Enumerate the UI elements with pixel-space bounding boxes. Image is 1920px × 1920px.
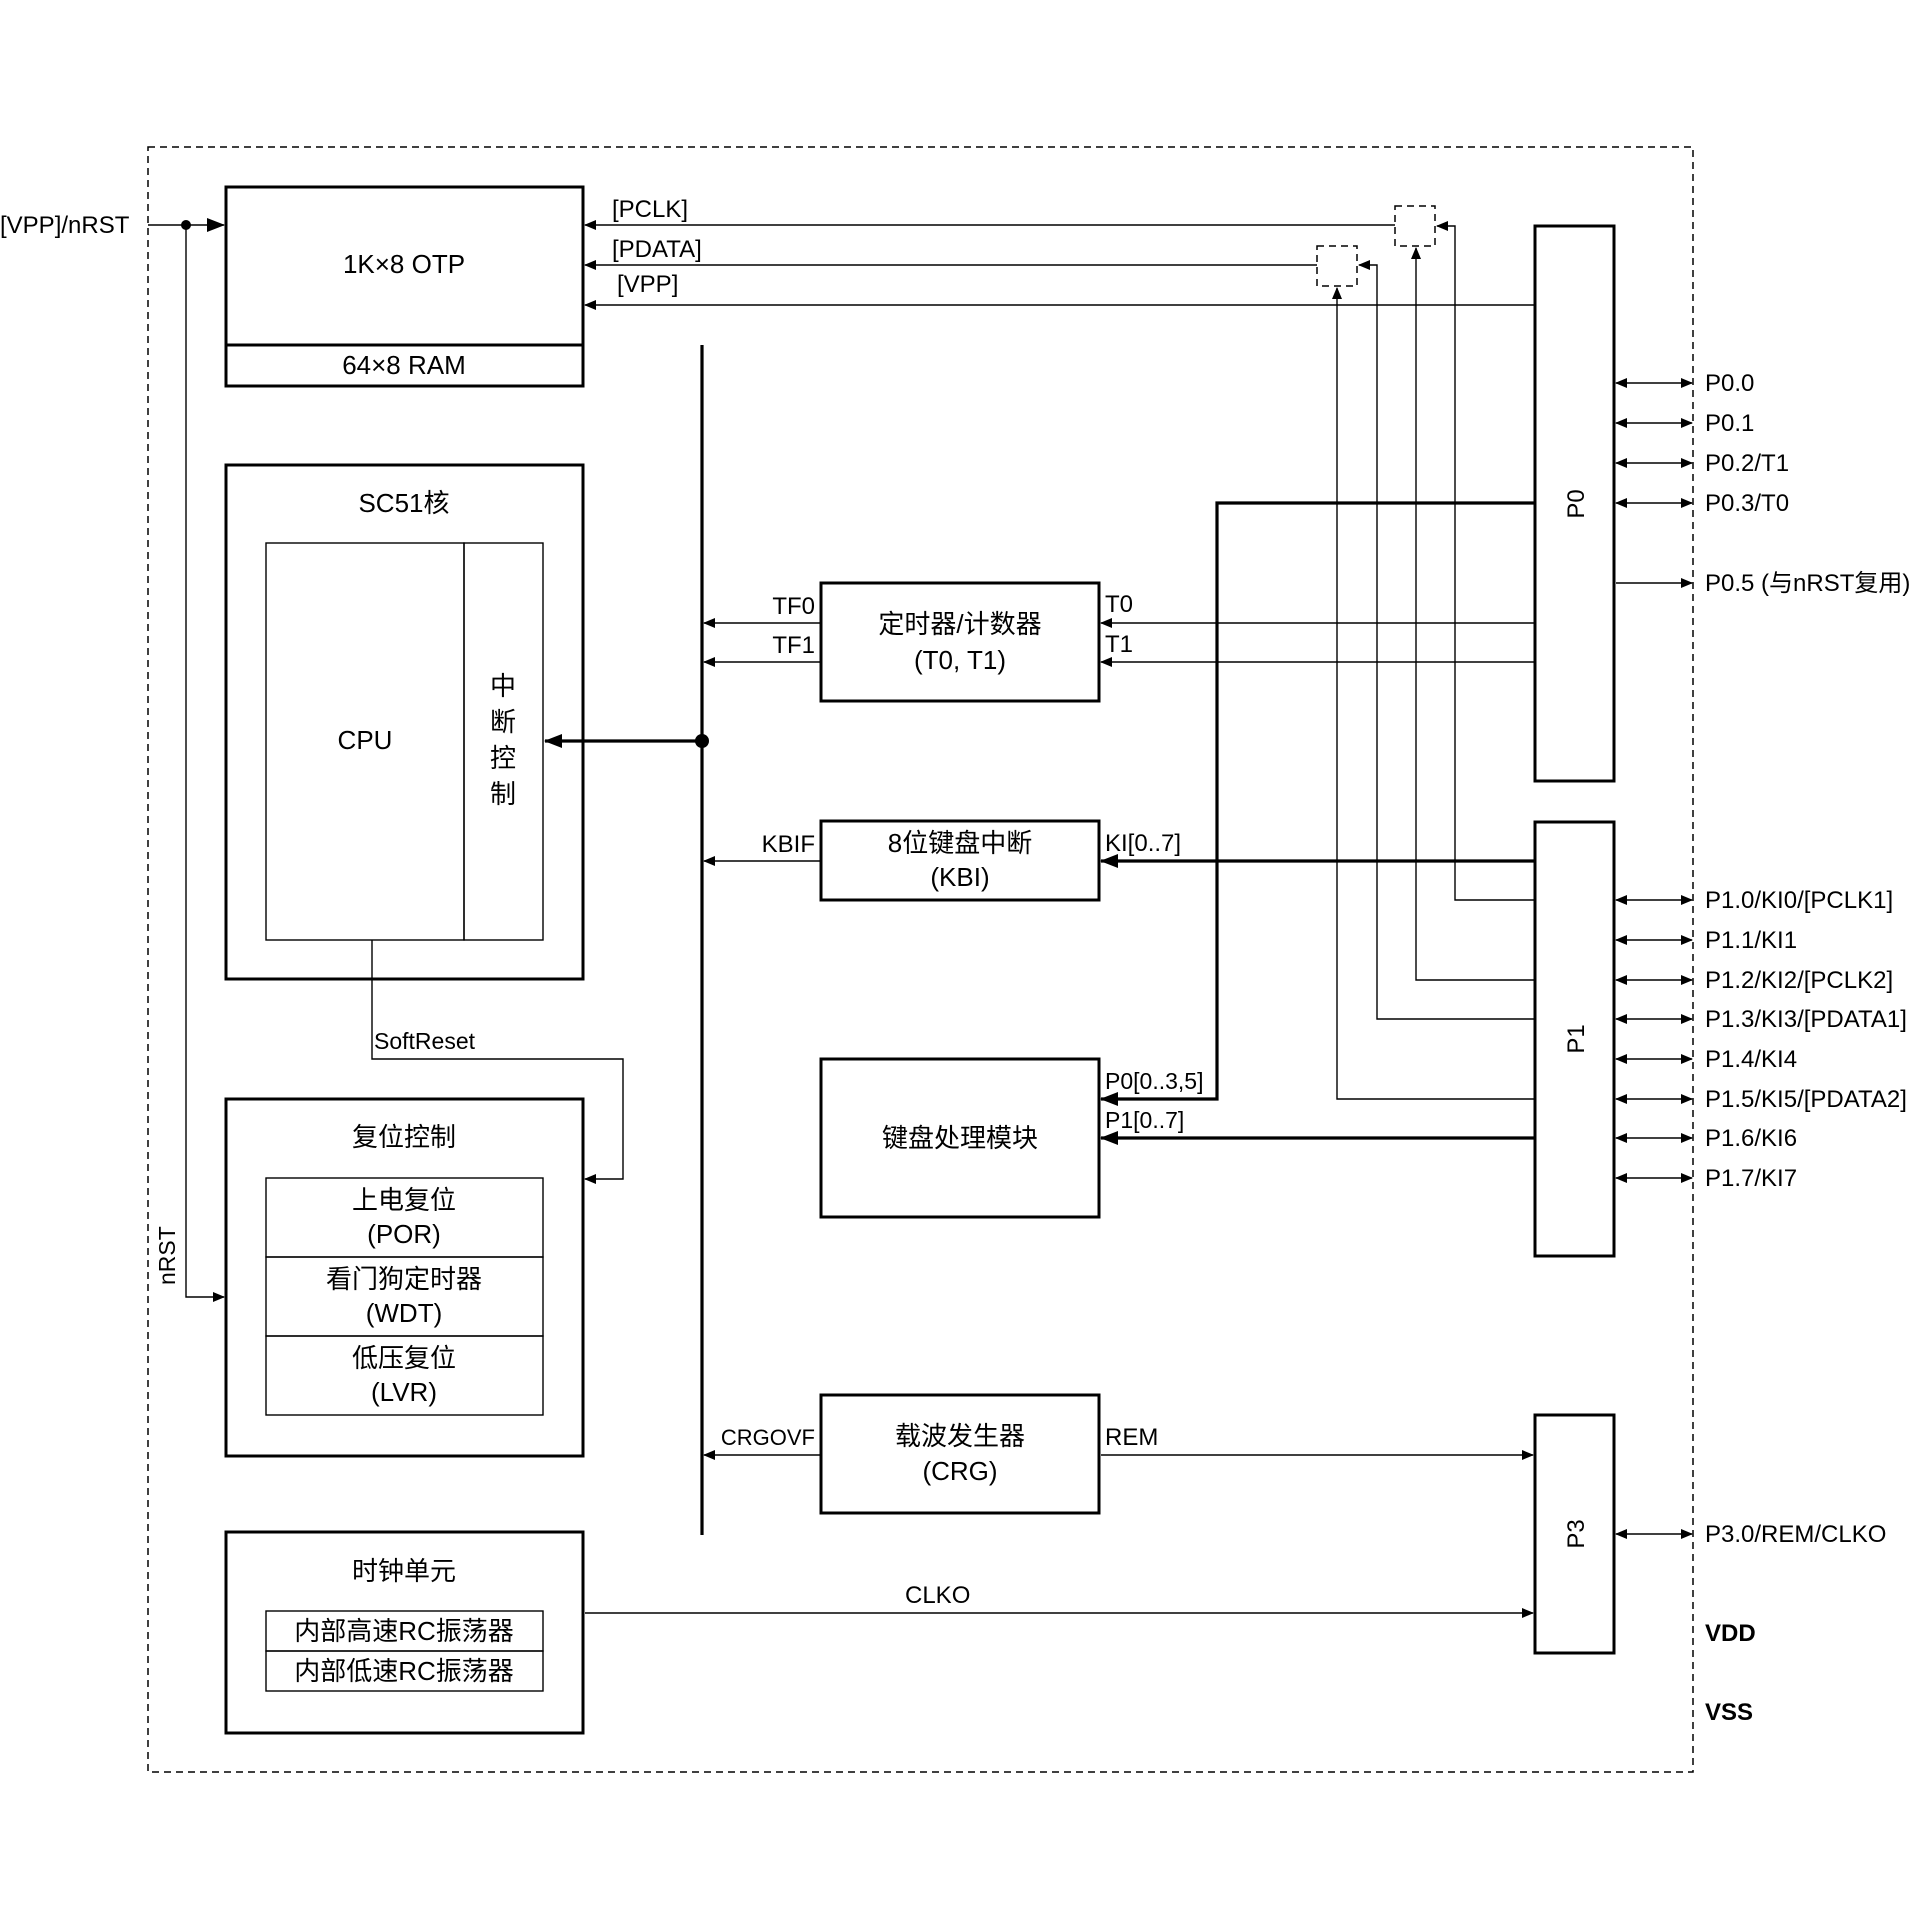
irq-char-2: 断 [490,707,516,737]
crg-block: 载波发生器 (CRG) [819,1393,1101,1515]
tf1-label: TF1 [772,632,815,659]
keypad-p0-label: P0[0..3,5] [1105,1068,1203,1094]
vss-label: VSS [1705,1699,1753,1726]
p13-pdata1-wire [1358,260,1535,1020]
pin-p01-label[interactable]: P0.1 [1705,410,1754,437]
otp-label: 1K×8 OTP [343,249,465,279]
ki-label: KI[0..7] [1105,830,1181,857]
irq-char-3: 控 [490,743,516,773]
vdd-label: VDD [1705,1620,1756,1647]
irq-char-1: 中 [490,671,516,701]
timer-line2: (T0, T1) [914,645,1006,675]
port-p0: P0 [1533,224,1616,783]
rem-label: REM [1105,1424,1158,1451]
kbi-line2: (KBI) [930,862,989,892]
pin-p10-label[interactable]: P1.0/KI0/[PCLK1] [1705,887,1893,914]
wdt-line1: 看门狗定时器 [326,1264,482,1294]
clock-title: 时钟单元 [352,1556,456,1586]
pin-p11-label[interactable]: P1.1/KI1 [1705,927,1797,954]
pdata-label: [PDATA] [612,236,702,263]
core-title: SC51核 [358,488,449,518]
pin-p12-label[interactable]: P1.2/KI2/[PCLK2] [1705,967,1893,994]
keypad-p1-label: P1[0..7] [1105,1107,1184,1133]
pin-p02-label[interactable]: P0.2/T1 [1705,450,1789,477]
por-line1: 上电复位 [352,1185,456,1215]
p12-pclk2-wire [1411,247,1535,981]
irq-char-4: 制 [490,779,516,809]
reset-control-block: 复位控制 上电复位 (POR) 看门狗定时器 (WDT) 低压复位 (LVR) [224,1097,585,1458]
sc51-core-block: SC51核 CPU 中 断 控 制 [224,463,585,981]
pclk-mux [1394,205,1436,247]
pclk-label: [PCLK] [612,196,688,223]
crg-line2: (CRG) [922,1456,997,1486]
pdata-mux [1316,245,1358,287]
kbi-line1: 8位键盘中断 [888,828,1032,858]
p0-bus-wire [1100,501,1535,1106]
lvr-line1: 低压复位 [352,1343,456,1373]
pin-p14-label[interactable]: P1.4/KI4 [1705,1046,1797,1073]
port-p3: P3 [1533,1413,1616,1655]
nrst-wire [185,225,225,1302]
pin-p13-label[interactable]: P1.3/KI3/[PDATA1] [1705,1006,1907,1033]
wdt-line2: (WDT) [366,1298,443,1328]
pin-p17-label[interactable]: P1.7/KI7 [1705,1165,1797,1192]
otp-block: 1K×8 OTP [224,185,585,347]
vpp-nrst-pin-label: [VPP]/nRST [0,212,130,239]
keypad-label: 键盘处理模块 [882,1123,1038,1153]
pin-p00-label[interactable]: P0.0 [1705,370,1754,397]
lirc-label: 内部低速RC振荡器 [294,1656,514,1686]
crgovf-label: CRGOVF [721,1425,815,1450]
pin-p16-label[interactable]: P1.6/KI6 [1705,1125,1797,1152]
kbi-block: 8位键盘中断 (KBI) [819,819,1101,902]
ram-label: 64×8 RAM [342,350,466,380]
pin-p03-label[interactable]: P0.3/T0 [1705,490,1789,517]
port-p1-label: P1 [1563,1024,1590,1053]
tf0-label: TF0 [772,593,815,620]
timer-block: 定时器/计数器 (T0, T1) [819,581,1101,703]
por-line2: (POR) [367,1219,441,1249]
nrst-label: nRST [154,1226,180,1285]
pin-p05-label[interactable]: P0.5 (与nRST复用) [1705,570,1910,597]
lvr-line2: (LVR) [371,1377,437,1407]
softreset-wire [371,940,624,1184]
cpu-label: CPU [338,725,393,755]
clock-unit-block: 时钟单元 内部高速RC振荡器 内部低速RC振荡器 [224,1530,585,1735]
reset-title: 复位控制 [352,1122,456,1152]
p10-pclk1-wire [1436,221,1535,901]
keypad-block: 键盘处理模块 [819,1057,1101,1219]
t0-label: T0 [1105,591,1133,618]
port-p0-label: P0 [1563,489,1590,518]
ram-block: 64×8 RAM [224,343,585,388]
vpp-label: [VPP] [617,271,678,298]
pin-p30-label[interactable]: P3.0/REM/CLKO [1705,1521,1886,1548]
t1-label: T1 [1105,631,1133,658]
port-p3-label: P3 [1563,1519,1590,1548]
timer-line1: 定时器/计数器 [878,609,1041,639]
pin-p15-label[interactable]: P1.5/KI5/[PDATA2] [1705,1086,1907,1113]
softreset-label: SoftReset [374,1028,476,1054]
p15-pdata2-wire [1332,287,1535,1100]
kbif-label: KBIF [762,831,815,858]
clko-label: CLKO [905,1582,970,1609]
crg-line1: 载波发生器 [895,1421,1025,1451]
hirc-label: 内部高速RC振荡器 [294,1616,514,1646]
chip-boundary [147,146,1694,1773]
port-p1: P1 [1533,820,1616,1258]
